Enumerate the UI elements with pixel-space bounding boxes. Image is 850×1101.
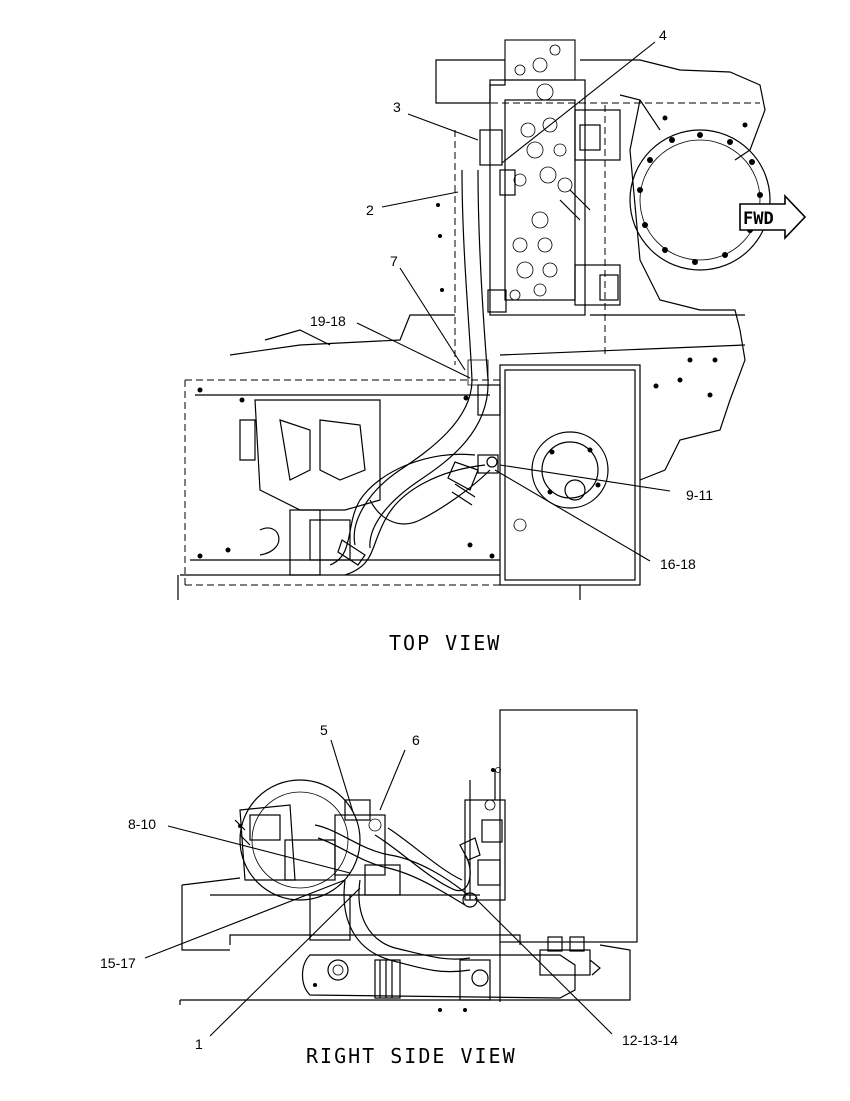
top-view-title: TOP VIEW bbox=[389, 631, 501, 655]
callout-19-18: 19-18 bbox=[310, 313, 346, 329]
right-side-view-title: RIGHT SIDE VIEW bbox=[306, 1044, 517, 1068]
callout-16-18: 16-18 bbox=[660, 556, 696, 572]
callout-15-17: 15-17 bbox=[100, 955, 136, 971]
callout-5: 5 bbox=[320, 722, 328, 738]
callout-3: 3 bbox=[393, 99, 401, 115]
callout-9-11: 9-11 bbox=[686, 487, 713, 503]
callout-8-10: 8-10 bbox=[128, 816, 156, 832]
callout-12-13-14: 12-13-14 bbox=[622, 1032, 678, 1048]
callout-2: 2 bbox=[366, 202, 374, 218]
callout-1: 1 bbox=[195, 1036, 203, 1052]
right-side-view-leaders bbox=[144, 739, 613, 1037]
top-view-drawing bbox=[177, 39, 771, 600]
right-side-view-drawing bbox=[179, 709, 638, 1012]
callout-6: 6 bbox=[412, 732, 420, 748]
forward-label: FWD bbox=[743, 209, 774, 229]
callout-4: 4 bbox=[659, 27, 667, 43]
forward-arrow-icon bbox=[739, 194, 807, 240]
callout-7: 7 bbox=[390, 253, 398, 269]
top-view-leaders bbox=[356, 41, 671, 562]
